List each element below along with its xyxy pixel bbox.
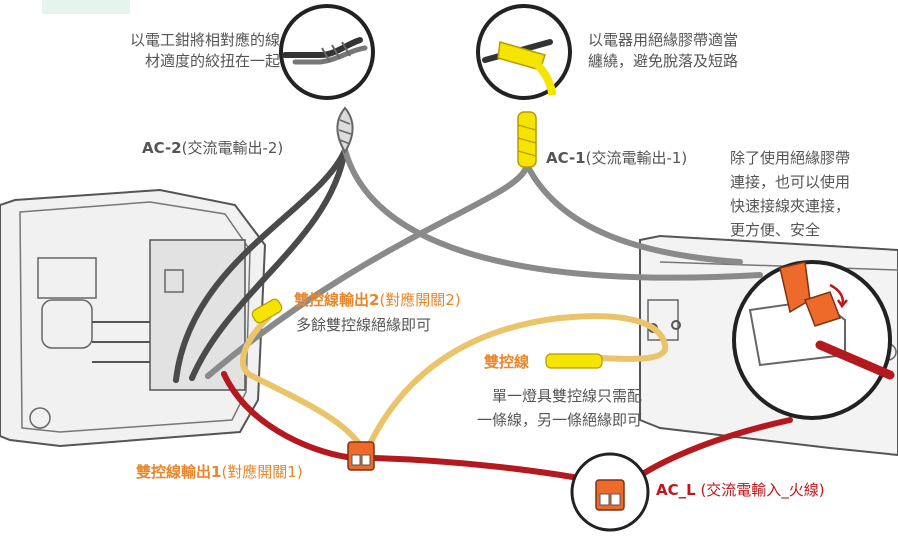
- dual-note-line1: 單一燈具雙控線只需配: [491, 387, 642, 405]
- alt-note-line4: 更方便、安全: [730, 221, 821, 239]
- twist-note-line2: 材適度的絞扭在一起: [144, 52, 280, 70]
- tape-icon: [476, 4, 572, 100]
- dual-note: 單一燈具雙控線只需配 一條線，另一條絕緣即可: [418, 384, 642, 432]
- twisted-splice: [336, 106, 354, 154]
- acl-desc: (交流電輸入_火線): [695, 481, 825, 499]
- ac2-code: AC-2: [142, 139, 182, 157]
- alt-note-line2: 連接，也可以使用: [730, 173, 851, 191]
- wire-dark-ac2: [173, 147, 763, 383]
- twist-note-line1: 以電工鉗將相對應的線: [129, 31, 280, 49]
- twist-note: 以電工鉗將相對應的線 材適度的絞扭在一起: [70, 30, 280, 72]
- connector-circle: [570, 452, 650, 532]
- acl-label: AC_L (交流電輸入_火線): [656, 480, 825, 501]
- twist-icon: [279, 4, 375, 100]
- alt-note: 除了使用絕緣膠帶 連接，也可以使用 快速接線夾連接， 更方便、安全: [730, 146, 850, 242]
- ac2-label: AC-2(交流電輸出-2): [142, 138, 283, 159]
- out1-label: 雙控線輸出1(對應開關1): [136, 462, 303, 483]
- ac1-label: AC-1(交流電輸出-1): [546, 148, 687, 169]
- out2-desc: (對應開關2): [379, 291, 461, 309]
- tape-note-line2: 纏繞，避免脫落及短路: [588, 52, 739, 70]
- connector-center: [347, 441, 375, 471]
- acl-code: AC_L: [656, 481, 696, 499]
- ac2-desc: (交流電輸出-2): [181, 139, 284, 157]
- out2-title: 雙控線輸出2: [294, 291, 380, 309]
- alt-note-line3: 快速接線夾連接，: [730, 197, 851, 215]
- ac1-code: AC-1: [546, 149, 586, 167]
- tape-note-line1: 以電器用絕緣膠帶適當: [588, 31, 739, 49]
- alt-note-line1: 除了使用絕緣膠帶: [730, 149, 851, 167]
- switch-box: [0, 188, 267, 448]
- ac1-desc: (交流電輸出-1): [585, 149, 688, 167]
- out1-desc: (對應開關1): [221, 463, 303, 481]
- tape-end-out2: [251, 298, 283, 324]
- out1-title: 雙控線輸出1: [136, 463, 222, 481]
- corner-accent: [42, 0, 130, 14]
- dual-note-line2: 一條線，另一條絕緣即可: [476, 411, 642, 429]
- wire-grey-ac1: [205, 162, 743, 379]
- dual-title: 雙控線: [484, 353, 530, 371]
- out2-label: 雙控線輸出2(對應開關2): [294, 290, 461, 311]
- quick-connector-zoom: [732, 260, 895, 420]
- taped-splice: [517, 111, 537, 168]
- out2-note: 多餘雙控線絕緣即可: [296, 316, 432, 334]
- tape-end-dual: [545, 353, 603, 369]
- tape-note: 以電器用絕緣膠帶適當 纏繞，避免脫落及短路: [588, 30, 738, 72]
- wire-yellow: [239, 313, 669, 451]
- dual-label: 雙控線: [484, 352, 529, 373]
